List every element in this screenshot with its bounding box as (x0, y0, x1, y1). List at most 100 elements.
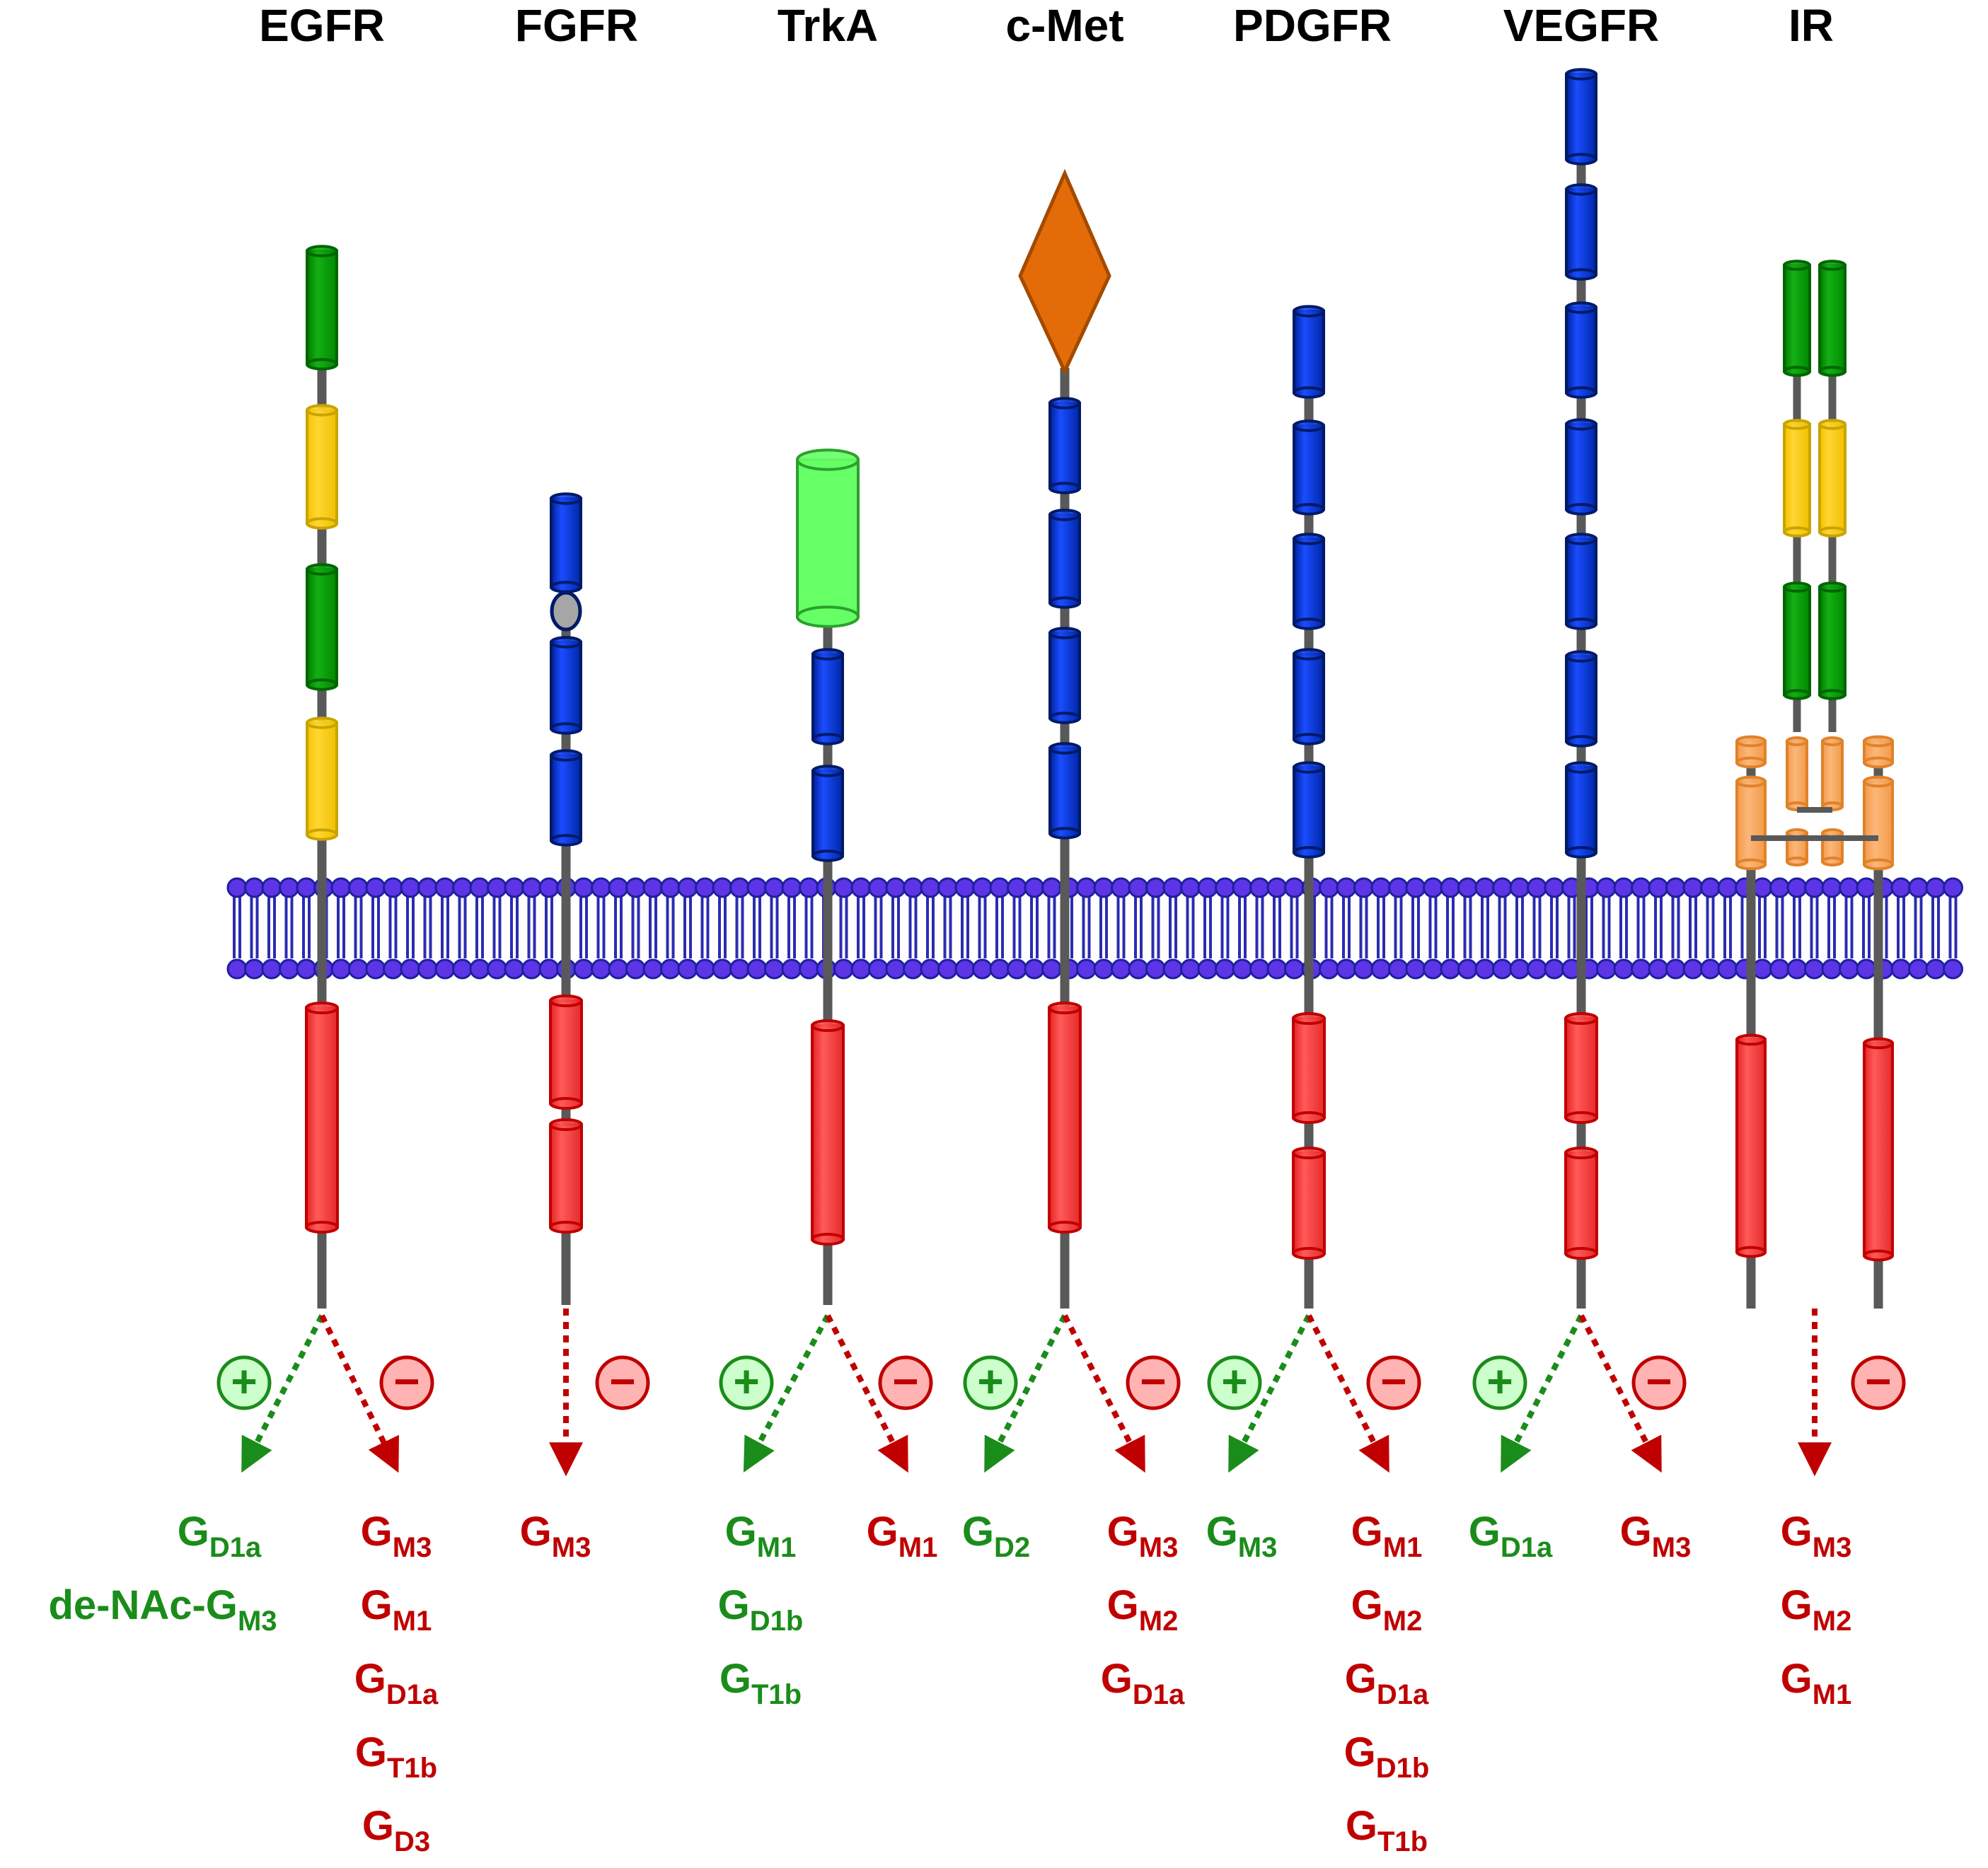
effect-pdgfr-positive-ganglioside-base: G (1206, 1509, 1238, 1555)
lipid-head (677, 958, 698, 980)
lipid-head (1215, 958, 1235, 980)
receptor-ir-fn3-b (1786, 828, 1808, 866)
effect-fgfr-negative-badge-symbol: − (609, 1356, 635, 1407)
receptor-ir-beta-fn3-bottom (1735, 858, 1767, 871)
receptor-ir-kinase-1-bottom (1735, 1246, 1767, 1258)
effect-pdgfr-negative-ganglioside-subscript: M2 (1383, 1606, 1423, 1637)
lipid-head (1353, 877, 1374, 898)
effect-trka-positive-badge: + (719, 1355, 774, 1410)
receptor-egfr-domain-0-top (306, 245, 338, 257)
lipid-head (279, 877, 299, 898)
receptor-c-met-domain-3-bottom (1048, 712, 1081, 724)
receptor-pdgfr-domain-0-bottom (1293, 386, 1325, 399)
effect-trka-positive-ganglioside: GD1b​ (718, 1582, 804, 1637)
lipid-head (1804, 958, 1825, 980)
lipid-head (1266, 958, 1288, 980)
lipid-head (1856, 958, 1877, 980)
receptor-fgfr (549, 492, 583, 1305)
effect-trka-positive-ganglioside-subscript: M1 (757, 1532, 797, 1563)
receptor-ir-cysteine-rich-bottom (1818, 526, 1847, 538)
lipid-head (781, 958, 802, 980)
receptor-fgfr-domain-5 (549, 1118, 583, 1234)
lipid-head (1041, 877, 1062, 898)
receptor-ir-leucine-rich-2-bottom (1818, 689, 1847, 700)
receptor-vegfr-domain-7-body (1564, 1017, 1598, 1119)
effect-fgfr-negative-ganglioside: GM3​ (520, 1509, 591, 1563)
receptor-vegfr (1564, 68, 1598, 1309)
receptor-c-met-domain-5-body (1048, 1006, 1082, 1229)
receptor-pdgfr-domain-6-body (1292, 1151, 1326, 1255)
receptor-vegfr-domain-8 (1564, 1146, 1598, 1260)
effect-c-met: +−GD2​GM3​GM2​GD1a​ (962, 1314, 1185, 1710)
receptor-ir-beta-fn3-top-top (1735, 735, 1767, 748)
receptor-pdgfr-domain-4-top (1293, 761, 1325, 774)
lipid-head (1111, 877, 1131, 898)
lipid-head (591, 958, 611, 980)
receptor-c-met-domain-5 (1048, 1001, 1082, 1234)
effect-vegfr-negative-ganglioside: GM3​ (1620, 1509, 1692, 1563)
lipid-head (538, 877, 560, 898)
effect-egfr-positive-badge-ring (216, 1355, 272, 1410)
effect-egfr-positive-ganglioside: GD1a​ (178, 1509, 262, 1563)
receptor-c-met-domain-4-bottom (1048, 827, 1081, 840)
lipid-head (1370, 877, 1392, 898)
lipid-head (330, 877, 352, 898)
effect-egfr-negative-ganglioside-subscript: D3 (394, 1826, 430, 1857)
receptor-pdgfr (1292, 305, 1326, 1309)
receptor-ir-cysteine-rich (1783, 419, 1811, 538)
lipid-head (1423, 877, 1443, 898)
receptor-vegfr-domain-3-bottom (1565, 503, 1597, 516)
effect-pdgfr-positive-arrow (1228, 1314, 1312, 1473)
lipid-head (989, 877, 1010, 898)
receptor-vegfr-domain-6-bottom (1565, 846, 1597, 859)
lipid-head (885, 958, 906, 980)
lipid-head (781, 877, 802, 898)
receptor-fgfr-domain-4-body (549, 999, 583, 1105)
lipid-head (1353, 958, 1374, 980)
receptor-vegfr-domain-5-bottom (1565, 735, 1597, 748)
lipid-head (591, 877, 611, 898)
receptor-vegfr-domain-5 (1565, 650, 1597, 748)
lipid-head (1613, 877, 1634, 898)
lipid-head (1440, 958, 1461, 980)
effect-c-met-positive-badge-symbol: + (977, 1356, 1003, 1407)
lipid-head (1474, 958, 1496, 980)
receptor-vegfr-domain-8-body (1564, 1151, 1598, 1255)
receptor-egfr-domain-2-bottom (306, 678, 338, 691)
receptor-ir-kinase-1-top (1735, 1033, 1767, 1046)
receptor-c-met-domain-1-body (1048, 402, 1081, 489)
lipid-head (487, 958, 507, 980)
receptor-title-pdgfr: PDGFR (1233, 0, 1392, 51)
receptor-ir-fn3-a-body (1821, 740, 1844, 808)
receptor-vegfr-domain-1-body (1565, 188, 1597, 276)
lipid-head (833, 877, 854, 898)
receptor-ir-leucine-rich-1 (1818, 260, 1847, 377)
receptor-c-met-domain-2-bottom (1048, 596, 1081, 609)
effect-pdgfr-negative-badge-ring (1366, 1355, 1421, 1410)
lipid-head (729, 958, 750, 980)
effect-pdgfr-negative-ganglioside-base: G (1351, 1582, 1383, 1628)
effect-c-met-negative-ganglioside-base: G (1107, 1582, 1139, 1628)
effect-egfr-positive-ganglioside-base: de-NAc-G (48, 1582, 237, 1628)
receptor-ir (1735, 260, 1894, 1309)
receptor-egfr (305, 245, 339, 1309)
receptor-ir-leucine-rich-2 (1783, 581, 1811, 700)
effect-trka-positive-ganglioside-base: G (720, 1656, 751, 1702)
lipid-head (521, 877, 542, 898)
receptors (305, 68, 1894, 1309)
receptor-vegfr-domain-4-bottom (1565, 617, 1597, 630)
effect-egfr-negative-ganglioside: GD3​ (362, 1803, 430, 1857)
lipid-head (1544, 877, 1565, 898)
receptor-ir-kinase-2-top (1863, 1037, 1894, 1050)
effect-vegfr-positive-ganglioside: GD1a​ (1469, 1509, 1553, 1563)
receptor-c-met-domain-4-body (1048, 747, 1081, 835)
receptor-titles: EGFR FGFR TrkA c-Met PDGFR VEGFR IR (259, 0, 1834, 51)
receptor-ir-beta-fn3-top (1735, 735, 1767, 769)
receptor-egfr-domain-3-bottom (306, 828, 338, 841)
lipid-head (1319, 958, 1339, 980)
receptor-egfr-domain-0-bottom (306, 358, 338, 371)
receptor-vegfr-domain-8-bottom (1564, 1246, 1598, 1260)
receptor-trka-domain-1 (811, 648, 844, 746)
receptor-ir-beta-fn3-top (1735, 775, 1767, 788)
receptor-ir-beta-fn3-top (1863, 775, 1894, 788)
